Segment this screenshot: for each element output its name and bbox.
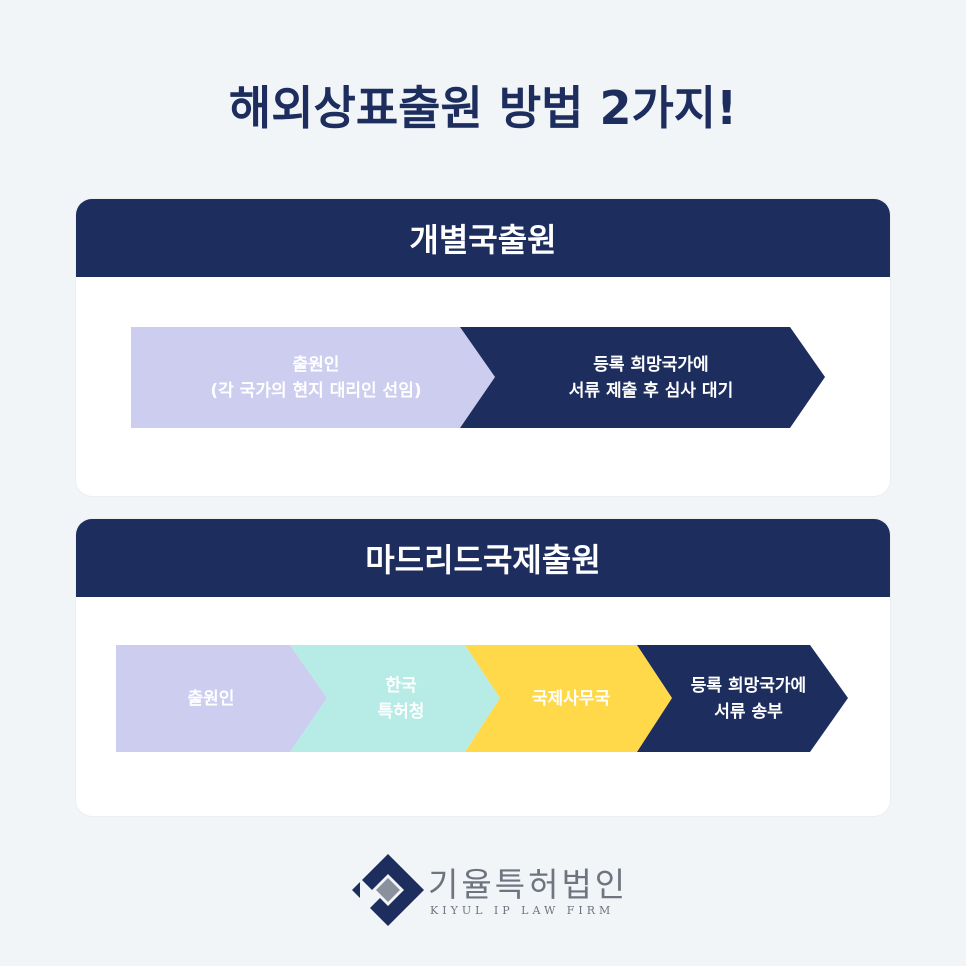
logo-name-korean: 기율특허법인	[428, 865, 629, 904]
step-arrow-2	[290, 645, 500, 752]
page-title: 해외상표출원 방법 2가지!	[228, 81, 738, 135]
step-arrow-4	[637, 645, 848, 752]
step-label: 등록 희망국가에 서류 제출 후 심사 대기	[568, 354, 734, 401]
section-heading: 개별국출원	[76, 199, 890, 277]
logo-name-english: KIYUL IP LAW FIRM	[430, 904, 615, 917]
step-label: 등록 희망국가에 서류 송부	[690, 675, 807, 722]
section-individual-filing: 개별국출원 출원인 (각 국가의 현지 대리인 선임) 등록 희망국가에 서류 …	[76, 199, 890, 496]
step-arrow-3	[465, 645, 672, 752]
logo-diamond-icon	[352, 854, 424, 926]
step-label: 출원인	[187, 688, 235, 709]
step-arrow-2	[460, 327, 825, 428]
step-arrow-1	[116, 645, 327, 752]
section-madrid-filing: 마드리드국제출원 출원인 한국 특허청 국제사무국 등록 희망국가에 서류 송부	[76, 519, 890, 816]
step-label: 출원인 (각 국가의 현지 대리인 선임)	[210, 354, 422, 401]
step-label: 한국 특허청	[377, 675, 425, 722]
section-heading: 마드리드국제출원	[76, 519, 890, 597]
step-label: 국제사무국	[531, 688, 611, 709]
step-arrow-1	[131, 327, 495, 428]
